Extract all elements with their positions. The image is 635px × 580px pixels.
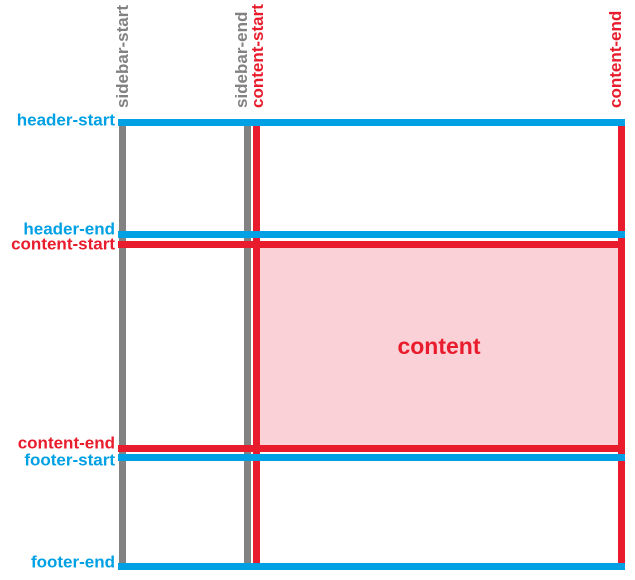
column-label-content-start: content-start — [248, 4, 267, 108]
grid-line-footer-start — [118, 454, 625, 461]
row-label-header-start: header-start — [16, 110, 115, 130]
content-area-label: content — [397, 333, 481, 359]
grid-line-sidebar-start — [119, 126, 126, 563]
row-label-content-start: content-start — [11, 234, 115, 254]
grid-line-content-start-row — [118, 241, 625, 248]
row-label-header-end: header-end — [23, 219, 115, 239]
content-area: content — [260, 248, 618, 445]
row-label-footer-start: footer-start — [24, 450, 115, 470]
grid-line-content-start-column — [253, 126, 260, 563]
column-label-content-end: content-end — [606, 10, 625, 108]
grid-line-content-end-row — [118, 445, 625, 452]
grid-line-content-end-column — [618, 126, 625, 563]
row-label-footer-end: footer-end — [30, 552, 115, 572]
row-label-content-end: content-end — [17, 433, 115, 453]
column-label-sidebar-start: sidebar-start — [113, 5, 132, 108]
grid-line-header-start — [118, 119, 625, 126]
grid-line-sidebar-end — [244, 126, 251, 563]
grid-line-footer-end — [118, 563, 625, 570]
grid-line-header-end — [118, 231, 625, 238]
